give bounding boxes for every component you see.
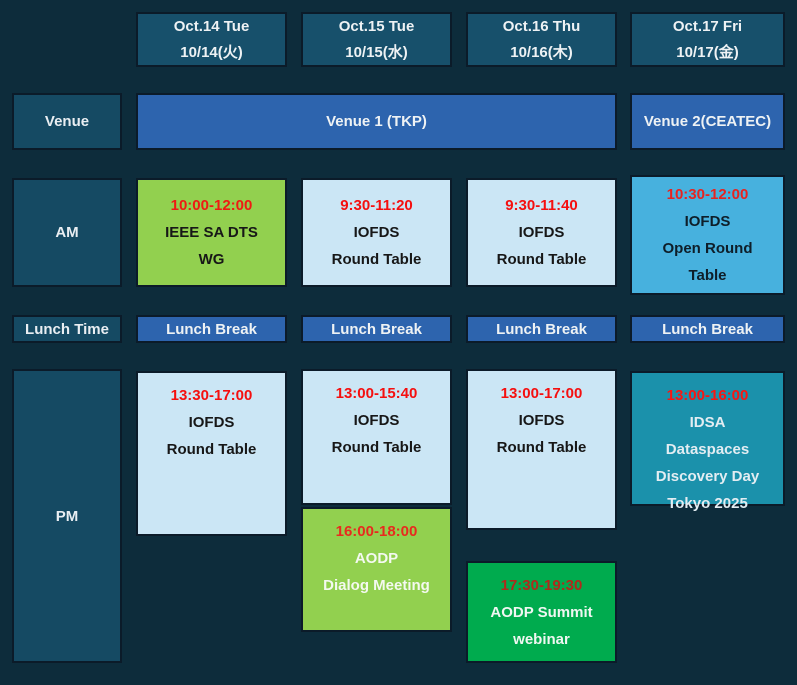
event-title: IOFDS Round Table — [331, 224, 422, 268]
event-title: IOFDS Round Table — [496, 224, 587, 268]
event-aodp-dialog-meeting: 16:00-18:00 AODP Dialog Meeting — [301, 507, 452, 632]
event-time: 13:00-15:40 — [335, 385, 418, 402]
event-time: 13:00-16:00 — [666, 387, 749, 404]
event-title: IOFDS Round Table — [166, 414, 257, 458]
event-time: 10:30-12:00 — [666, 186, 749, 203]
event-idsa-dataspaces-discovery-day: 13:00-16:00 IDSA Dataspaces Discovery Da… — [630, 371, 785, 512]
venue1-bar: Venue 1 (TKP) — [136, 93, 617, 150]
date-line2: 10/16(木) — [510, 43, 573, 61]
date-header-oct17: Oct.17 Fri 10/17(金) — [630, 12, 785, 67]
date-header-oct15: Oct.15 Tue 10/15(水) — [301, 12, 452, 67]
event-time: 17:30-19:30 — [500, 577, 583, 594]
lunch-break-oct15: Lunch Break — [301, 315, 452, 343]
date-header-oct14: Oct.14 Tue 10/14(火) — [136, 12, 287, 67]
date-line2: 10/17(金) — [676, 43, 739, 61]
date-line1: Oct.17 Fri — [672, 17, 743, 35]
lunch-row-label: Lunch Time — [12, 315, 122, 343]
event-iofds-open-round-table: 10:30-12:00 IOFDS Open Round Table — [630, 175, 785, 295]
event-title: AODP Summit webinar — [490, 604, 593, 648]
event-time: 9:30-11:20 — [340, 197, 413, 214]
lunch-break-oct17: Lunch Break — [630, 315, 785, 343]
event-iofds-round-table-pm-oct14: 13:30-17:00 IOFDS Round Table — [136, 371, 287, 536]
event-title: IEEE SA DTS WG — [165, 224, 258, 268]
event-time: 9:30-11:40 — [505, 197, 578, 214]
event-ieee-sa-dts-wg: 10:00-12:00 IEEE SA DTS WG — [136, 178, 287, 287]
venue2-bar: Venue 2(CEATEC) — [630, 93, 785, 150]
event-title: IOFDS Open Round Table — [662, 213, 753, 284]
lunch-break-oct14: Lunch Break — [136, 315, 287, 343]
event-time: 13:30-17:00 — [170, 387, 253, 404]
date-line1: Oct.14 Tue — [173, 17, 250, 35]
event-title: IOFDS Round Table — [331, 412, 422, 456]
event-title: IOFDS Round Table — [496, 412, 587, 456]
event-aodp-summit-webinar: 17:30-19:30 AODP Summit webinar — [466, 561, 617, 663]
event-iofds-round-table-am-oct16: 9:30-11:40 IOFDS Round Table — [466, 178, 617, 287]
venue-row-label: Venue — [12, 93, 122, 150]
event-time: 10:00-12:00 — [170, 197, 253, 214]
event-time: 13:00-17:00 — [500, 385, 583, 402]
date-header-oct16: Oct.16 Thu 10/16(木) — [466, 12, 617, 67]
date-line2: 10/14(火) — [180, 43, 243, 61]
date-line1: Oct.15 Tue — [338, 17, 415, 35]
lunch-break-oct16: Lunch Break — [466, 315, 617, 343]
pm-row-label: PM — [12, 369, 122, 663]
event-iofds-round-table-pm-oct16: 13:00-17:00 IOFDS Round Table — [466, 369, 617, 530]
event-title: IDSA Dataspaces Discovery Day Tokyo 2025 — [655, 414, 760, 512]
date-line1: Oct.16 Thu — [502, 17, 581, 35]
event-title: AODP Dialog Meeting — [323, 550, 430, 594]
date-line2: 10/15(水) — [345, 43, 408, 61]
am-row-label: AM — [12, 178, 122, 287]
event-iofds-round-table-pm-oct15: 13:00-15:40 IOFDS Round Table — [301, 369, 452, 505]
event-time: 16:00-18:00 — [335, 523, 418, 540]
event-iofds-round-table-am-oct15: 9:30-11:20 IOFDS Round Table — [301, 178, 452, 287]
